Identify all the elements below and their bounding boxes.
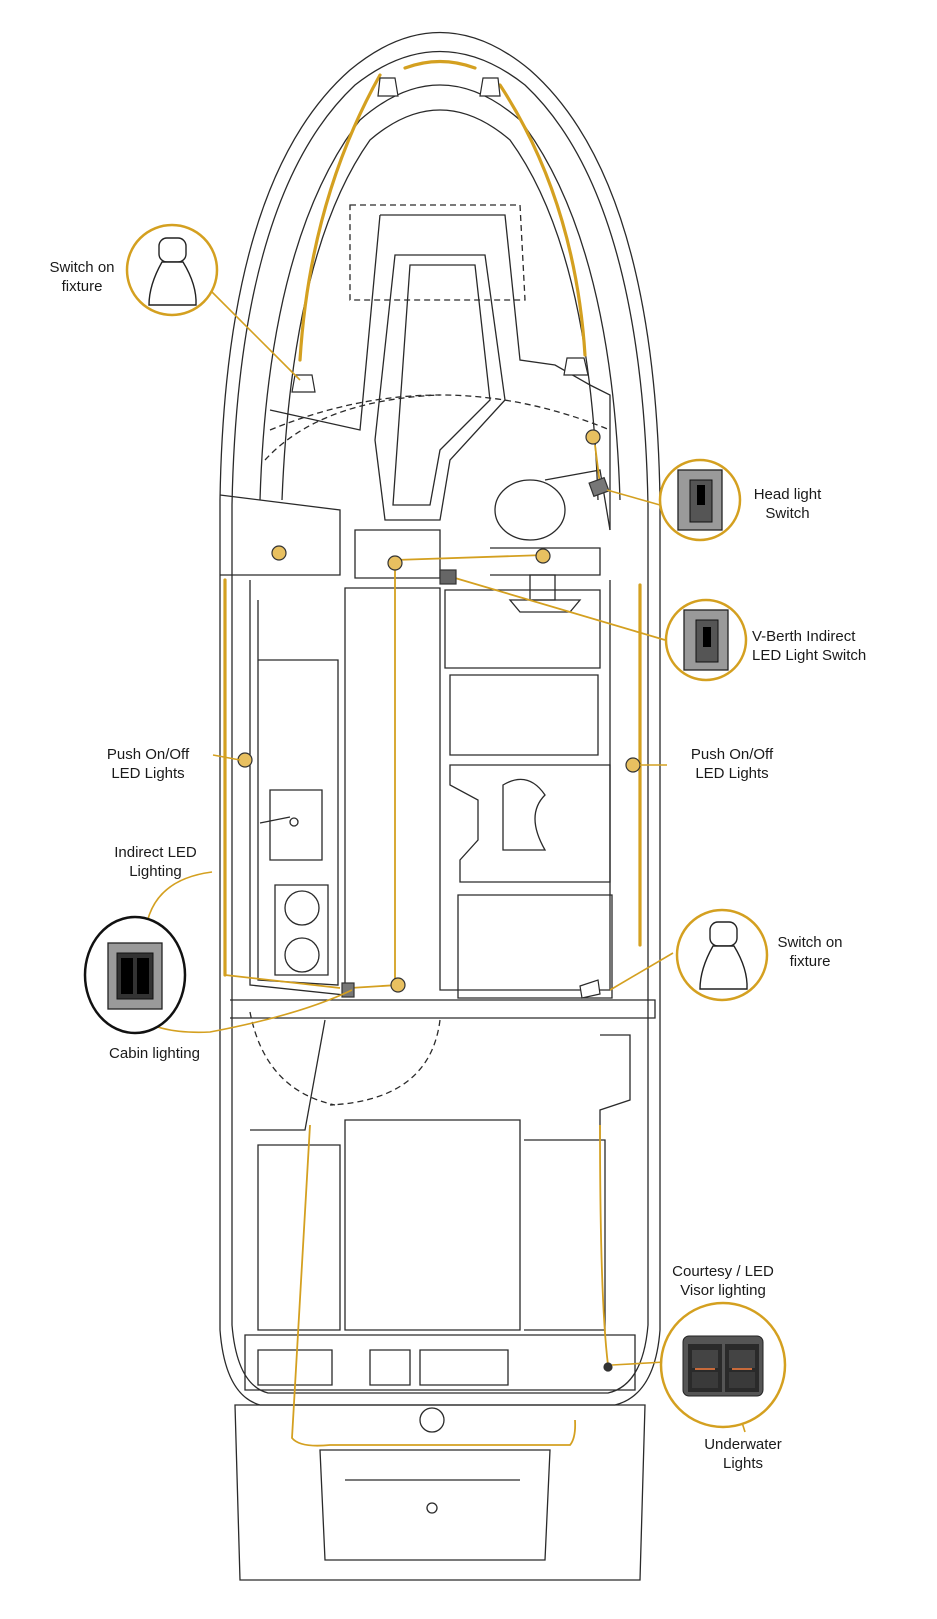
fixture-lamp-icon [579, 979, 601, 999]
callout-cabin-lighting [83, 915, 187, 1035]
rocker-switch-icon [683, 609, 729, 671]
led-light-icon[interactable] [387, 555, 403, 571]
fixture-lamp-icon [148, 237, 197, 306]
rocker-switch-icon[interactable] [439, 569, 457, 585]
fixture-lamp-icon [479, 77, 501, 97]
label-underwater-lights: Underwater Lights [704, 1436, 782, 1472]
led-light-icon[interactable] [625, 757, 641, 773]
led-light-icon[interactable] [271, 545, 287, 561]
fixture-lamp-icon [377, 77, 399, 97]
double-rocker-switch-icon [107, 942, 163, 1010]
led-light-icon[interactable] [390, 977, 406, 993]
fixture-lamp-icon [291, 374, 316, 393]
led-light-icon[interactable] [237, 752, 253, 768]
label-courtesy-visor: Courtesy / LED Visor lighting [672, 1263, 774, 1299]
rocker-switch-icon[interactable] [341, 982, 355, 998]
switch-panel-icon [682, 1335, 764, 1397]
led-light-icon[interactable] [585, 429, 601, 445]
rocker-switch-icon[interactable] [588, 476, 610, 498]
callout-head-light-switch [658, 458, 742, 542]
led-light-icon[interactable] [535, 548, 551, 564]
hull-outline [219, 32, 661, 1581]
label-indirect-led: Indirect LED Lighting [114, 844, 197, 880]
label-switch-on-fixture-top: Switch on fixture [49, 259, 115, 295]
fixture-lamp-icon [563, 357, 589, 376]
callout-switch-on-fixture-right [675, 908, 769, 1002]
fixture-lamps [291, 77, 601, 999]
label-vberth-switch: V-Berth Indirect LED Light Switch [752, 628, 867, 664]
wiring-thin [224, 444, 666, 1447]
fixture-lamp-icon [699, 921, 748, 990]
label-push-led-left: Push On/Off LED Lights [106, 746, 190, 782]
label-push-led-right: Push On/Off LED Lights [690, 746, 774, 782]
callout-switch-on-fixture-top [125, 223, 219, 317]
callout-vberth-switch [664, 598, 748, 682]
label-head-light-switch: Head light Switch [753, 486, 822, 522]
label-switch-on-fixture-right: Switch on fixture [777, 934, 843, 970]
wiring-runs [223, 59, 642, 977]
rocker-switch-icon [677, 469, 723, 531]
led-light-icon [603, 1362, 613, 1372]
callout-courtesy-underwater-panel [659, 1301, 787, 1429]
label-cabin-lighting: Cabin lighting [109, 1045, 200, 1062]
led-fixtures [237, 429, 641, 1372]
